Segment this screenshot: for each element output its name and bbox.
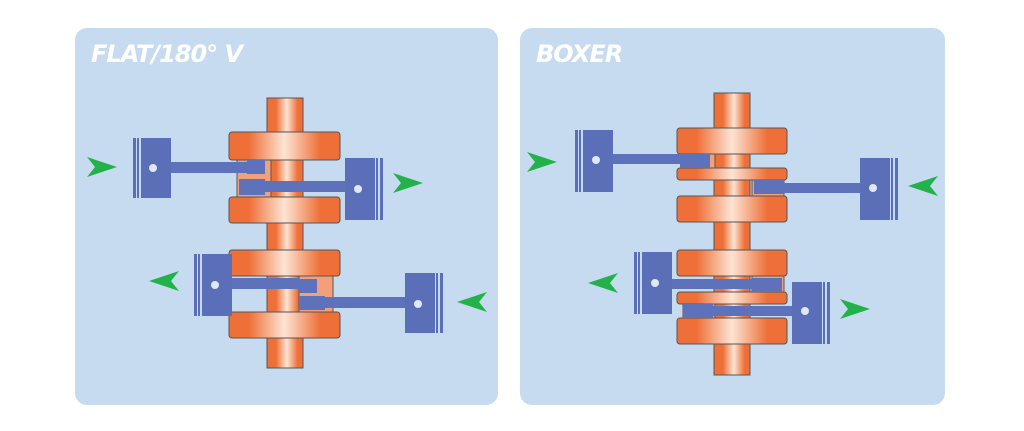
crank-web	[676, 317, 788, 345]
piston-icon	[860, 158, 898, 220]
piston-icon	[792, 282, 830, 344]
left-arrow-icon	[457, 292, 487, 312]
right-arrow-icon	[840, 299, 870, 319]
flat-180-v-panel: FLAT/180° V	[75, 28, 498, 405]
crank-web	[676, 249, 788, 277]
connecting-rod-big-end	[299, 296, 325, 310]
panel-title-flat: FLAT/180° V	[91, 40, 243, 68]
connecting-rod-big-end	[247, 160, 265, 174]
piston-icon	[345, 158, 383, 220]
right-arrow-icon	[527, 152, 557, 172]
right-arrow-icon	[393, 173, 423, 193]
connecting-rod	[613, 154, 705, 164]
crank-web	[228, 131, 341, 161]
crank-web	[228, 249, 341, 277]
crank-web	[676, 195, 788, 223]
crank-web	[228, 196, 341, 224]
connecting-rod	[230, 278, 299, 289]
right-arrow-icon	[87, 157, 117, 177]
connecting-rod	[683, 306, 803, 316]
left-arrow-icon	[588, 273, 618, 293]
connecting-rod	[760, 183, 860, 193]
crank-web	[676, 291, 788, 305]
connecting-rod	[170, 162, 265, 173]
connecting-rod-big-end	[239, 179, 265, 195]
connecting-rod-big-end	[754, 180, 784, 194]
connecting-rod	[668, 279, 768, 289]
connecting-rod-big-end	[299, 279, 317, 293]
crank-web	[676, 167, 788, 181]
connecting-rod-big-end	[683, 304, 713, 318]
connecting-rod-big-end	[680, 154, 710, 168]
crank-web	[676, 127, 788, 155]
piston-icon	[194, 254, 232, 316]
piston-icon	[634, 252, 672, 314]
left-arrow-icon	[908, 176, 938, 196]
left-arrow-icon	[149, 271, 179, 291]
connecting-rod	[325, 297, 407, 308]
piston-icon	[575, 130, 613, 192]
panel-title-boxer: BOXER	[536, 40, 623, 68]
boxer-panel: BOXER	[520, 28, 945, 405]
connecting-rod-big-end	[752, 278, 782, 292]
piston-icon	[133, 138, 171, 198]
boxer-engine-diagram	[527, 92, 938, 376]
flat-engine-diagram	[87, 97, 487, 369]
piston-icon	[405, 273, 443, 333]
connecting-rod	[265, 181, 345, 192]
crank-web	[228, 311, 341, 339]
